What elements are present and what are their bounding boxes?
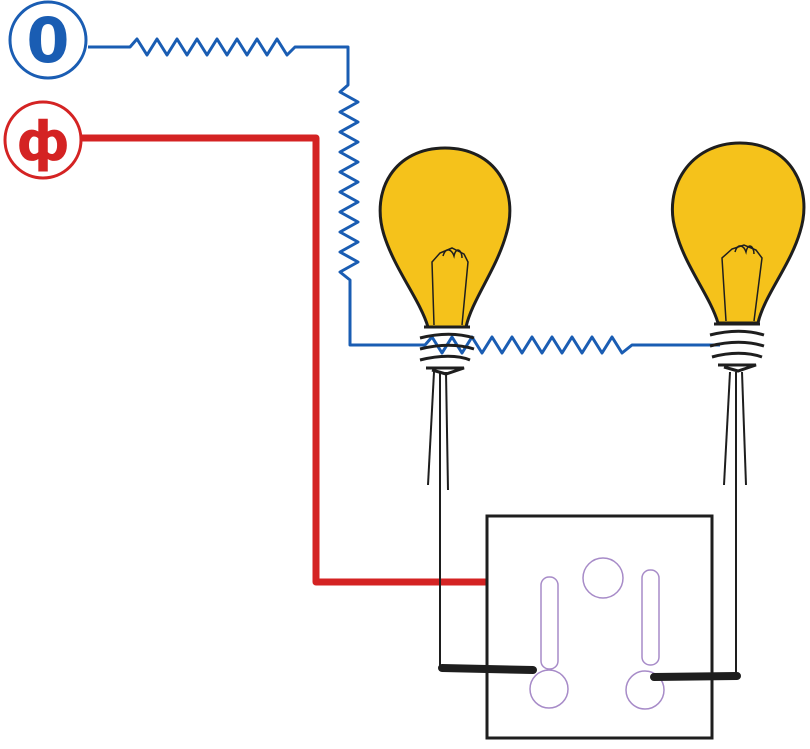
bulb-right-filament bbox=[721, 244, 763, 322]
neutral-wire bbox=[88, 37, 720, 355]
bulb-left-filament-coil bbox=[442, 249, 463, 259]
bulb-left-filament bbox=[431, 247, 469, 326]
neutral-terminal-ring bbox=[8, 0, 88, 80]
switch-frame bbox=[485, 514, 714, 740]
light-bulb-icon bbox=[378, 146, 512, 376]
bulb-right-glass bbox=[670, 141, 806, 325]
right-bulb-lead-3 bbox=[741, 371, 747, 486]
neutral-terminal: 0 bbox=[8, 0, 88, 80]
switch-left-slot bbox=[540, 576, 559, 670]
switch-common-terminal bbox=[582, 557, 624, 599]
bulb-left-base bbox=[419, 325, 475, 376]
switch-left-key bbox=[529, 576, 569, 709]
left-contact-bar bbox=[438, 664, 537, 674]
bulb-right-base bbox=[709, 322, 765, 373]
lead-wires bbox=[427, 371, 747, 676]
switch-left-contact bbox=[529, 669, 569, 709]
phase-wire bbox=[78, 134, 592, 586]
switch-right-slot bbox=[641, 569, 660, 666]
right-contact-bar bbox=[650, 672, 741, 681]
phase-terminal: ф bbox=[3, 100, 83, 180]
bulb-left-glass bbox=[378, 146, 512, 329]
neutral-terminal-label: 0 bbox=[26, 4, 69, 77]
left-bulb-lead-3 bbox=[427, 371, 435, 486]
light-bulb-icon bbox=[670, 141, 806, 373]
left-bulb-lead-2 bbox=[445, 371, 449, 491]
phase-terminal-label: ф bbox=[16, 110, 70, 173]
right-bulb-lead-2 bbox=[723, 371, 731, 486]
phase-terminal-ring bbox=[3, 100, 83, 180]
bulb-right-filament-coil bbox=[734, 245, 755, 255]
